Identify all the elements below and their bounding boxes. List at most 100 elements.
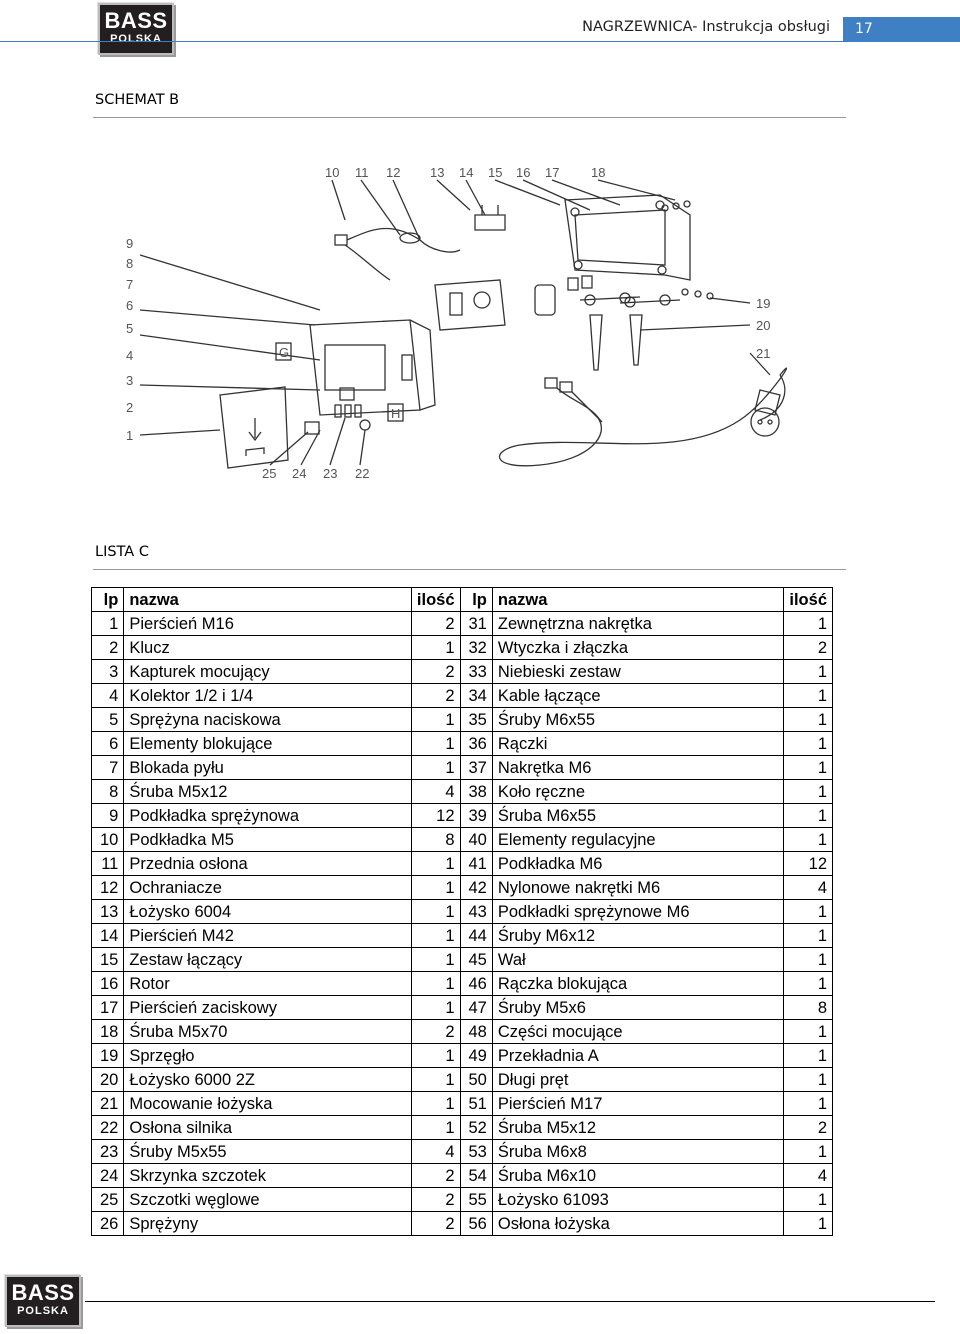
cell-nazwa: Szczotki węglowe (123, 1187, 412, 1212)
cell-nazwa: Osłona silnika (123, 1115, 412, 1140)
bass-polska-logo: BASS POLSKA (98, 3, 174, 55)
cell-lp: 43 (459, 899, 493, 924)
cell-nazwa: Śruby M6x12 (491, 923, 785, 948)
cell-ilosc: 1 (783, 1091, 833, 1116)
diagram-label-25: 25 (262, 466, 276, 481)
cell-ilosc: 2 (410, 1019, 461, 1044)
cell-lp: 18 (90, 1019, 125, 1044)
cell-ilosc: 4 (410, 1139, 461, 1164)
cell-lp: 24 (90, 1163, 125, 1188)
cell-ilosc: 1 (783, 755, 833, 780)
cell-ilosc: 8 (783, 995, 833, 1020)
logo-text-main: BASS (104, 8, 168, 33)
diagram-label-3: 3 (126, 373, 133, 388)
cell-lp: 9 (90, 803, 125, 828)
lista-heading: LISTA C (95, 544, 149, 560)
cell-lp: 2 (90, 635, 125, 660)
cell-lp: 21 (90, 1091, 125, 1116)
cell-lp: 37 (459, 755, 493, 780)
diagram-label-14: 14 (459, 165, 473, 180)
header-rule (0, 41, 960, 42)
diagram-label-7: 7 (126, 277, 133, 292)
cell-nazwa: Pierścień M17 (491, 1091, 785, 1116)
cell-lp: 23 (90, 1139, 125, 1164)
cell-nazwa: Ochraniacze (123, 875, 412, 900)
cell-ilosc: 1 (783, 611, 833, 636)
cell-nazwa: Śruba M5x12 (123, 779, 412, 804)
cell-ilosc: 1 (410, 707, 461, 732)
diagram-label-17: 17 (545, 165, 559, 180)
cell-lp: 46 (459, 971, 493, 996)
cell-ilosc: 1 (783, 683, 833, 708)
cell-lp: 47 (459, 995, 493, 1020)
cell-ilosc: 1 (783, 1019, 833, 1044)
diagram-label-9: 9 (126, 236, 133, 251)
cell-nazwa: Śruba M6x8 (491, 1139, 785, 1164)
cell-lp: 39 (459, 803, 493, 828)
cell-ilosc: 2 (783, 635, 833, 660)
diagram-label-19: 19 (756, 296, 770, 311)
cell-lp: 12 (90, 875, 125, 900)
cell-lp: 40 (459, 827, 493, 852)
cell-nazwa: Pierścień zaciskowy (123, 995, 412, 1020)
cell-ilosc: 2 (410, 683, 461, 708)
cell-ilosc: 1 (410, 1043, 461, 1068)
col-header-ilosc-2: ilość (783, 587, 833, 612)
schemat-heading: SCHEMAT B (95, 92, 180, 108)
cell-lp: 56 (459, 1211, 493, 1236)
cell-ilosc: 1 (410, 755, 461, 780)
cell-nazwa: Długi pręt (491, 1067, 785, 1092)
cell-nazwa: Niebieski zestaw (491, 659, 785, 684)
cell-ilosc: 1 (783, 971, 833, 996)
cell-nazwa: Klucz (123, 635, 412, 660)
cell-nazwa: Sprzęgło (123, 1043, 412, 1068)
cell-lp: 32 (459, 635, 493, 660)
document-title: NAGRZEWNICA- Instrukcja obsługi (582, 19, 830, 35)
lista-heading-rule (93, 569, 846, 570)
table-header-row: lp nazwa ilość lp nazwa ilość (90, 587, 833, 612)
cell-nazwa: Rączka blokująca (491, 971, 785, 996)
cell-ilosc: 1 (410, 731, 461, 756)
cell-lp: 3 (90, 659, 125, 684)
cell-ilosc: 1 (410, 851, 461, 876)
cell-nazwa: Mocowanie łożyska (123, 1091, 412, 1116)
diagram-label-10: 10 (325, 165, 339, 180)
cell-nazwa: Wtyczka i złączka (491, 635, 785, 660)
cell-nazwa: Śruba M6x55 (491, 803, 785, 828)
cell-ilosc: 12 (783, 851, 833, 876)
cell-ilosc: 2 (783, 1115, 833, 1140)
cell-ilosc: 1 (410, 635, 461, 660)
cell-lp: 55 (459, 1187, 493, 1212)
logo-text-sub: POLSKA (110, 33, 162, 45)
cell-nazwa: Wał (491, 947, 785, 972)
diagram-letter-h: H (391, 406, 400, 421)
cell-nazwa: Pierścień M16 (123, 611, 412, 636)
diagram-label-4: 4 (126, 348, 133, 363)
cell-ilosc: 1 (783, 947, 833, 972)
cell-lp: 13 (90, 899, 125, 924)
exploded-parts-diagram: 10 11 12 13 14 15 16 17 18 9 8 7 6 5 4 3… (126, 165, 788, 481)
cell-ilosc: 1 (783, 1139, 833, 1164)
cell-ilosc: 8 (410, 827, 461, 852)
footer-logo-text-sub: POLSKA (17, 1305, 69, 1317)
cell-ilosc: 4 (783, 1163, 833, 1188)
cell-lp: 53 (459, 1139, 493, 1164)
cell-lp: 52 (459, 1115, 493, 1140)
cell-lp: 25 (90, 1187, 125, 1212)
cell-lp: 7 (90, 755, 125, 780)
